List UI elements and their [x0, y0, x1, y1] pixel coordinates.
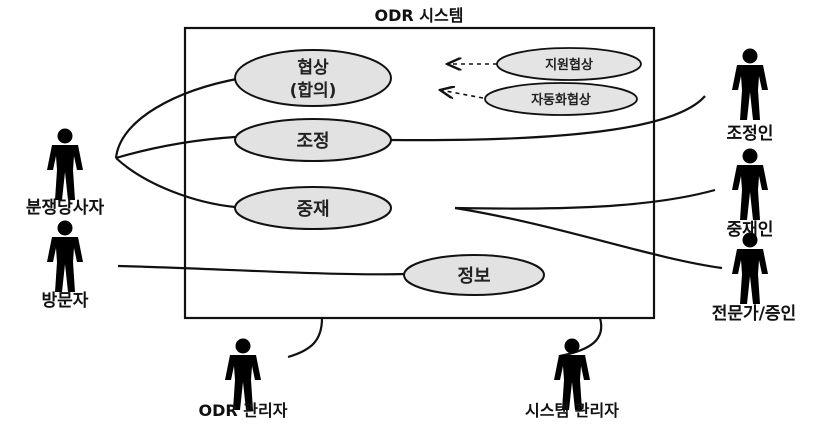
link-system-admin-system [559, 317, 603, 358]
actor-expert-witness-label: 전문가/증인 [712, 304, 796, 324]
usecase-automated-negotiation-label: 자동화협상 [531, 92, 591, 108]
system-title: ODR 시스템 [375, 6, 464, 25]
system-boundary [183, 26, 656, 320]
link-disputant-arbitration [115, 157, 236, 209]
usecase-arbitration[interactable] [234, 186, 392, 230]
link-disputant-negotiation [114, 76, 243, 159]
actor-disputant-icon [47, 128, 83, 200]
link-odr-admin-system [287, 317, 324, 359]
actor-visitor-icon [47, 220, 83, 292]
link-visitor-information [117, 264, 406, 276]
usecase-negotiation-label-2: (합의) [290, 80, 337, 101]
link-arbitrator-arbitration [454, 188, 716, 210]
usecase-automated-negotiation[interactable] [484, 82, 638, 116]
usecase-negotiation[interactable] [234, 49, 392, 107]
usecase-negotiation-label-1: 협상 [297, 57, 329, 78]
actor-visitor-label: 방문자 [42, 291, 89, 311]
link-mediator-mediation [389, 95, 706, 142]
extend-arrow-automated [440, 90, 484, 98]
usecase-information-label: 정보 [457, 266, 490, 287]
actor-expert-witness-icon [732, 232, 768, 304]
actor-arbitrator-icon [732, 148, 768, 220]
usecase-assisted-negotiation[interactable] [496, 47, 642, 81]
actor-mediator-label: 조정인 [727, 124, 774, 144]
usecase-arbitration-label: 중재 [296, 199, 329, 220]
link-expert-arbitration [454, 206, 723, 270]
actor-odr-admin-label: ODR 관리자 [199, 401, 288, 420]
actor-disputant-label: 분쟁당사자 [26, 198, 105, 218]
actor-system-admin-label: 시스템 관리자 [525, 401, 619, 420]
usecase-information[interactable] [403, 254, 545, 296]
actor-mediator-icon [732, 48, 768, 120]
link-disputant-mediation [115, 135, 236, 160]
actor-odr-admin-icon [225, 338, 261, 410]
actor-arbitrator-label: 중재인 [727, 220, 774, 240]
usecase-mediation-label: 조정 [296, 131, 329, 152]
usecase-assisted-negotiation-label: 지원협상 [545, 57, 593, 73]
usecase-mediation[interactable] [234, 118, 392, 162]
